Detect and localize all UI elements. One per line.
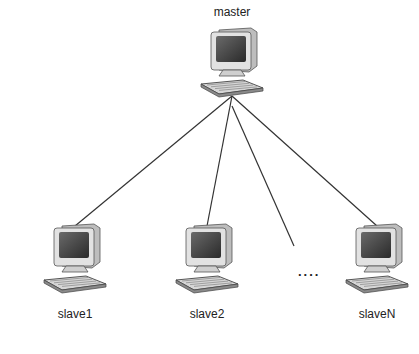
slave-computer: slave1 <box>38 222 112 322</box>
node-label: slaveN <box>357 306 398 322</box>
dangling-link-line <box>232 106 294 246</box>
network-link <box>75 96 232 226</box>
ellipsis-label: .... <box>296 264 322 279</box>
slave-computer: slave2 <box>170 222 244 322</box>
slave-computer: slaveN <box>340 222 414 322</box>
master-computer: master <box>192 4 272 98</box>
node-label: master <box>212 4 253 20</box>
network-link <box>207 96 232 226</box>
computer-icon <box>42 222 108 294</box>
node-label: slave1 <box>56 306 95 322</box>
computer-icon <box>174 222 240 294</box>
network-link <box>232 96 377 226</box>
computer-icon <box>199 26 265 98</box>
node-label: slave2 <box>188 306 227 322</box>
computer-icon <box>344 222 410 294</box>
